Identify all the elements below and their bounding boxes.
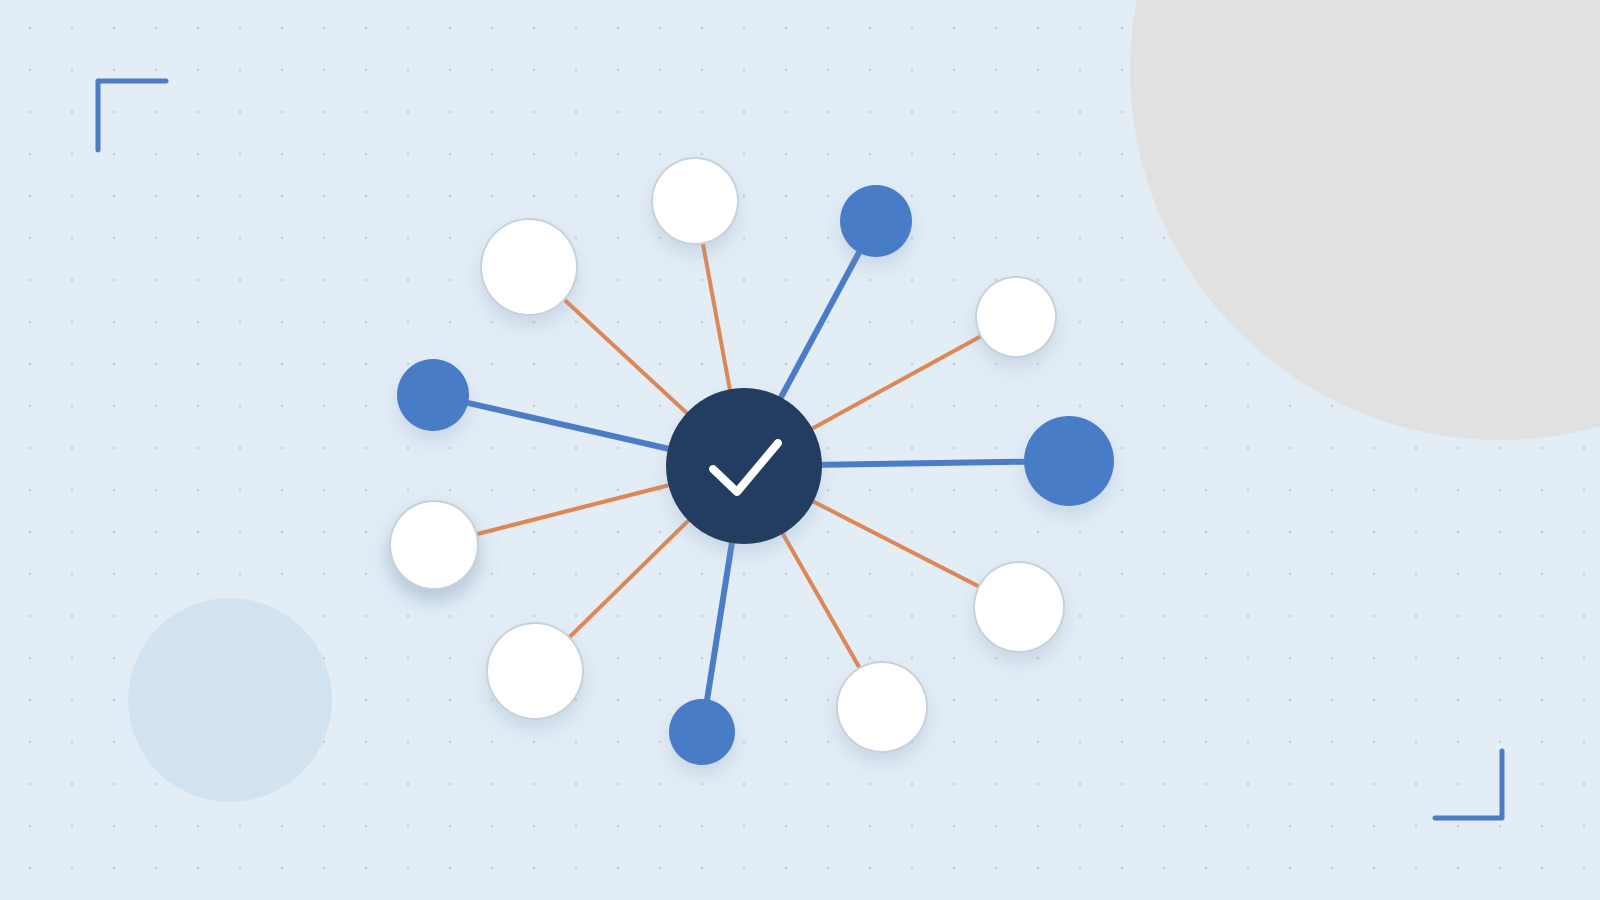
node-8 [973, 561, 1065, 653]
node-7 [1024, 416, 1114, 506]
central-hub [666, 388, 822, 544]
spoke-nodes [389, 157, 1114, 765]
node-10 [669, 699, 735, 765]
node-12 [389, 500, 479, 590]
node-9 [836, 661, 928, 753]
corner-bracket-top-left [95, 78, 169, 153]
node-3 [480, 218, 578, 316]
hub-circle [666, 388, 822, 544]
node-1 [397, 359, 469, 431]
check-icon [709, 439, 782, 496]
node-4 [651, 157, 739, 245]
node-5 [840, 185, 912, 257]
background-pale-circle [128, 598, 332, 802]
node-11 [486, 622, 584, 720]
background-gray-circle [1130, 0, 1600, 440]
corner-bracket-bottom-right [1432, 748, 1505, 821]
node-6 [975, 276, 1057, 358]
